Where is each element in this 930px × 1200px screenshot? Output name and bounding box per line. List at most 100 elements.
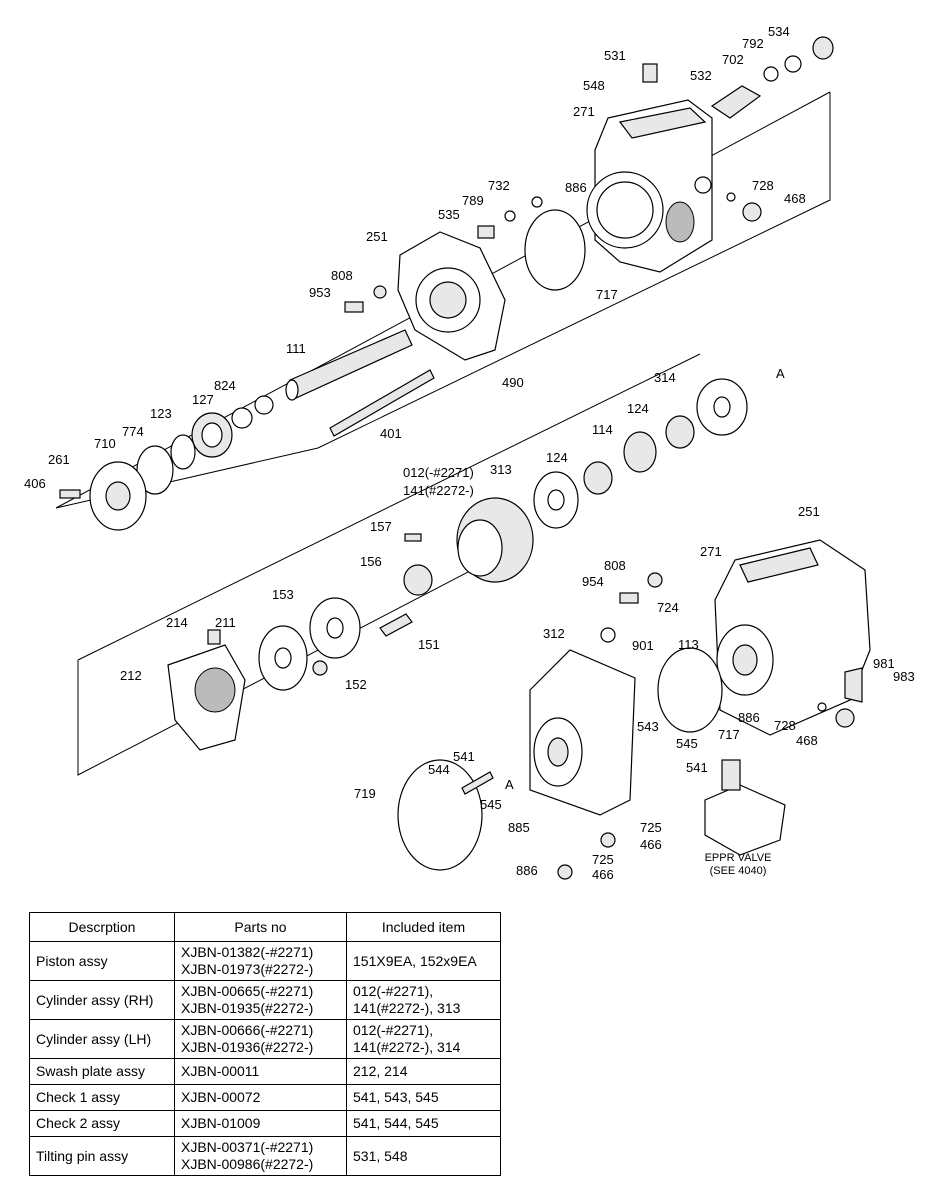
callout-406: 406 bbox=[24, 476, 46, 491]
cover-261 bbox=[89, 461, 147, 531]
callout-808b: 808 bbox=[604, 558, 626, 573]
cell-parts-no-line: XJBN-01936(#2272-) bbox=[181, 1039, 314, 1055]
callout-545a: 545 bbox=[676, 736, 698, 751]
oring-719 bbox=[397, 759, 483, 871]
seal-702 bbox=[763, 66, 779, 82]
valve-block-312 bbox=[529, 649, 636, 816]
cell-included-item-line: 141(#2272-), 314 bbox=[353, 1039, 461, 1055]
plug-466-b bbox=[557, 864, 573, 880]
assembly-frame-upper bbox=[55, 92, 831, 509]
callout-983: 983 bbox=[893, 669, 915, 684]
screw-954 bbox=[619, 592, 639, 604]
pin-544 bbox=[461, 771, 494, 795]
callout-545b: 545 bbox=[480, 797, 502, 812]
screw-953 bbox=[344, 301, 364, 313]
cell-included-item-line: 141(#2272-), 313 bbox=[353, 1000, 461, 1016]
callout-212: 212 bbox=[120, 668, 142, 683]
cell-parts-no: XJBN-00011 bbox=[174, 1058, 347, 1085]
callout-124a: 124 bbox=[627, 401, 649, 416]
plug-534 bbox=[812, 36, 834, 60]
callout-886a: 886 bbox=[565, 180, 587, 195]
oring-728-lower bbox=[817, 702, 827, 712]
oring-789 bbox=[504, 210, 516, 222]
callout-151: 151 bbox=[418, 637, 440, 652]
cell-included-item: 541, 543, 545 bbox=[346, 1084, 501, 1111]
callout-543: 543 bbox=[637, 719, 659, 734]
cell-description-line: Check 1 assy bbox=[36, 1089, 121, 1105]
nut-808-lower bbox=[647, 572, 663, 588]
callout-153: 153 bbox=[272, 587, 294, 602]
callout-A1: A bbox=[776, 366, 785, 381]
eyebolt-901 bbox=[600, 627, 616, 643]
cell-parts-no: XJBN-01382(-#2271)XJBN-01973(#2272-) bbox=[174, 941, 347, 981]
cell-included-item: 212, 214 bbox=[346, 1058, 501, 1085]
cell-parts-no-line: XJBN-00011 bbox=[181, 1063, 260, 1079]
eppr-label-line1: EPPR VALVE bbox=[705, 852, 772, 864]
cell-description-line: Cylinder assy (LH) bbox=[36, 1030, 152, 1047]
parts-table: Descrption Parts no Included item Piston… bbox=[29, 912, 501, 1176]
callout-214: 214 bbox=[166, 615, 188, 630]
callout-531: 531 bbox=[604, 48, 626, 63]
housing-271-upper bbox=[586, 99, 713, 273]
cell-description: Cylinder assy (RH) bbox=[29, 980, 175, 1020]
callout-702: 702 bbox=[722, 52, 744, 67]
table-row: Cylinder assy (RH)XJBN-00665(-#2271)XJBN… bbox=[29, 980, 501, 1020]
flange-251-upper bbox=[397, 231, 506, 361]
callout-789: 789 bbox=[462, 193, 484, 208]
callout-114: 114 bbox=[592, 422, 613, 437]
callout-157: 157 bbox=[370, 519, 392, 534]
bearing-124a bbox=[665, 415, 695, 449]
bushing-156 bbox=[403, 564, 433, 596]
callout-113: 113 bbox=[678, 637, 699, 652]
pump-assembly-lower bbox=[714, 539, 871, 736]
cell-included-item-line: 212, 214 bbox=[353, 1063, 408, 1079]
cell-included-item: 531, 548 bbox=[346, 1136, 501, 1176]
eppr-valve bbox=[704, 759, 786, 856]
callout-954: 954 bbox=[582, 574, 604, 589]
cell-description: Piston assy bbox=[29, 941, 175, 981]
cylinder-012 bbox=[456, 497, 534, 583]
eppr-label-line2: (SEE 4040) bbox=[710, 865, 767, 877]
table-row: Cylinder assy (LH)XJBN-00666(-#2271)XJBN… bbox=[29, 1019, 501, 1059]
callout-111: 111 bbox=[286, 341, 306, 356]
retainer-153 bbox=[309, 597, 361, 659]
callout-314: 314 bbox=[654, 370, 676, 385]
callout-535: 535 bbox=[438, 207, 460, 222]
plug-532 bbox=[710, 85, 762, 119]
cell-description: Cylinder assy (LH) bbox=[29, 1019, 175, 1059]
piston-151 bbox=[379, 613, 413, 637]
cell-parts-no-line: XJBN-00986(#2272-) bbox=[181, 1156, 314, 1172]
callout-271b: 271 bbox=[700, 544, 722, 559]
callout-141: 141(#2272-) bbox=[403, 483, 474, 498]
callout-725a: 725 bbox=[640, 820, 662, 835]
cell-description-line: Tilting pin assy bbox=[36, 1147, 129, 1164]
cell-included-item-line: 541, 543, 545 bbox=[353, 1089, 439, 1105]
callout-152: 152 bbox=[345, 677, 367, 692]
callout-466a: 466 bbox=[640, 837, 662, 852]
callout-719: 719 bbox=[354, 786, 376, 801]
callout-824: 824 bbox=[214, 378, 236, 393]
oring-728-upper bbox=[726, 192, 736, 202]
cell-included-item-line: 012(-#2271), bbox=[353, 1022, 434, 1038]
assembly-frame-mid-top bbox=[77, 353, 701, 661]
callout-123: 123 bbox=[150, 406, 172, 421]
bearing-123 bbox=[191, 412, 233, 458]
callout-261: 261 bbox=[48, 452, 70, 467]
cell-included-item: 541, 544, 545 bbox=[346, 1110, 501, 1137]
cell-included-item-line: 012(-#2271), bbox=[353, 983, 434, 999]
cell-description: Check 1 assy bbox=[29, 1084, 175, 1111]
callout-885: 885 bbox=[508, 820, 530, 835]
cell-description-line: Swash plate assy bbox=[36, 1063, 145, 1079]
cell-parts-no-line: XJBN-00072 bbox=[181, 1089, 261, 1105]
seal-792 bbox=[784, 55, 802, 73]
callout-808a: 808 bbox=[331, 268, 353, 283]
callout-468b: 468 bbox=[796, 733, 818, 748]
callout-490: 490 bbox=[502, 375, 524, 390]
callout-468a: 468 bbox=[784, 191, 806, 206]
ring-127 bbox=[231, 407, 253, 429]
shaft-111 bbox=[285, 329, 413, 401]
spacer-774 bbox=[170, 434, 196, 470]
cell-parts-no: XJBN-00371(-#2271)XJBN-00986(#2272-) bbox=[174, 1136, 347, 1176]
callout-732: 732 bbox=[488, 178, 510, 193]
